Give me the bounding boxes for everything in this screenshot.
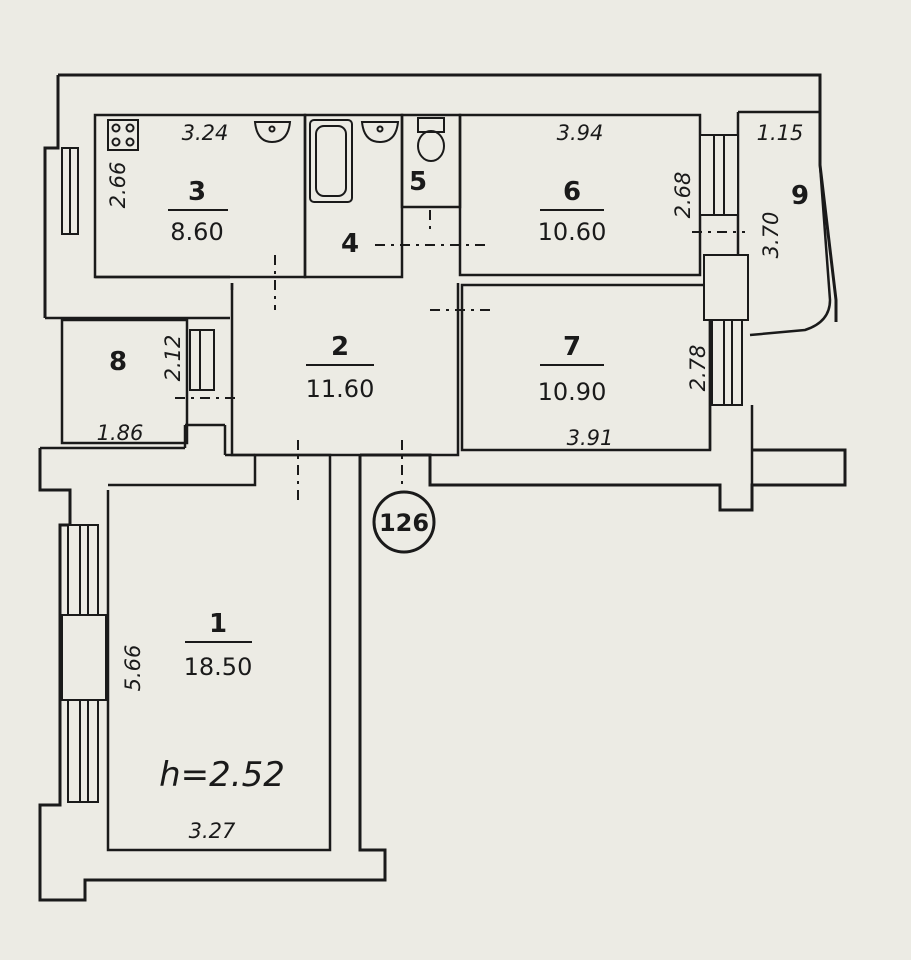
dim-room-9-depth: 3.70 bbox=[759, 212, 783, 259]
dim-room-7-depth: 2.78 bbox=[686, 345, 710, 392]
window-room-6 bbox=[699, 134, 739, 216]
apartment-number-marker: 126 bbox=[372, 490, 436, 554]
dim-room-6-width: 3.94 bbox=[557, 121, 604, 145]
dim-room-3-width: 3.24 bbox=[182, 121, 229, 145]
dim-room-8-width: 1.86 bbox=[97, 421, 144, 445]
window-room-7 bbox=[711, 319, 743, 406]
room-7-area: 10.90 bbox=[538, 378, 607, 406]
window-room-1-pier bbox=[61, 614, 107, 701]
apartment-number: 126 bbox=[379, 509, 429, 537]
room-labels: 3 8.60 4 5 6 10.60 9 2 11.60 7 10.90 8 1… bbox=[109, 167, 809, 795]
ceiling-height: h=2.52 bbox=[159, 755, 285, 795]
room-1-outline bbox=[106, 453, 332, 852]
room-2-outline bbox=[230, 283, 460, 457]
bathroom-sink-icon bbox=[360, 121, 400, 144]
dim-room-1-width: 3.27 bbox=[189, 819, 236, 843]
room-9-outline bbox=[738, 110, 832, 337]
room-2-number: 2 bbox=[331, 332, 349, 362]
room-9-number: 9 bbox=[791, 181, 809, 211]
toilet-icon bbox=[417, 117, 445, 162]
dim-room-8-depth: 2.12 bbox=[161, 335, 185, 382]
room-4-number: 4 bbox=[341, 229, 359, 259]
room-3-number: 3 bbox=[188, 177, 206, 207]
bathtub-icon bbox=[309, 119, 353, 203]
room-1-number: 1 bbox=[209, 609, 227, 639]
dim-room-6-depth: 2.68 bbox=[671, 172, 695, 219]
balcony-door bbox=[703, 254, 749, 321]
fixtures bbox=[107, 117, 445, 203]
room-8-number: 8 bbox=[109, 347, 127, 377]
room-8-outline bbox=[60, 318, 189, 445]
window-room-1-bottom bbox=[67, 699, 99, 803]
dim-room-1-depth: 5.66 bbox=[121, 645, 145, 692]
dim-room-9-width: 1.15 bbox=[757, 121, 804, 145]
room-1-area: 18.50 bbox=[184, 653, 253, 681]
door-markers bbox=[175, 210, 745, 500]
room-7-number: 7 bbox=[563, 332, 581, 362]
dimensions: 3.24 2.66 3.94 2.68 1.15 3.70 2.12 1.86 … bbox=[97, 121, 804, 843]
room-2-area: 11.60 bbox=[306, 375, 375, 403]
inner-walls bbox=[38, 110, 832, 852]
room-6-number: 6 bbox=[563, 177, 581, 207]
room-6-area: 10.60 bbox=[538, 218, 607, 246]
dim-room-7-width: 3.91 bbox=[567, 426, 614, 450]
stove-icon bbox=[107, 119, 139, 151]
windows bbox=[61, 134, 749, 803]
window-room-8 bbox=[189, 329, 215, 391]
room-3-area: 8.60 bbox=[170, 218, 223, 246]
dim-room-3-depth: 2.66 bbox=[106, 162, 130, 209]
window-room-1-top bbox=[67, 524, 99, 616]
room-5-number: 5 bbox=[409, 167, 427, 197]
kitchen-sink-icon bbox=[253, 121, 292, 144]
